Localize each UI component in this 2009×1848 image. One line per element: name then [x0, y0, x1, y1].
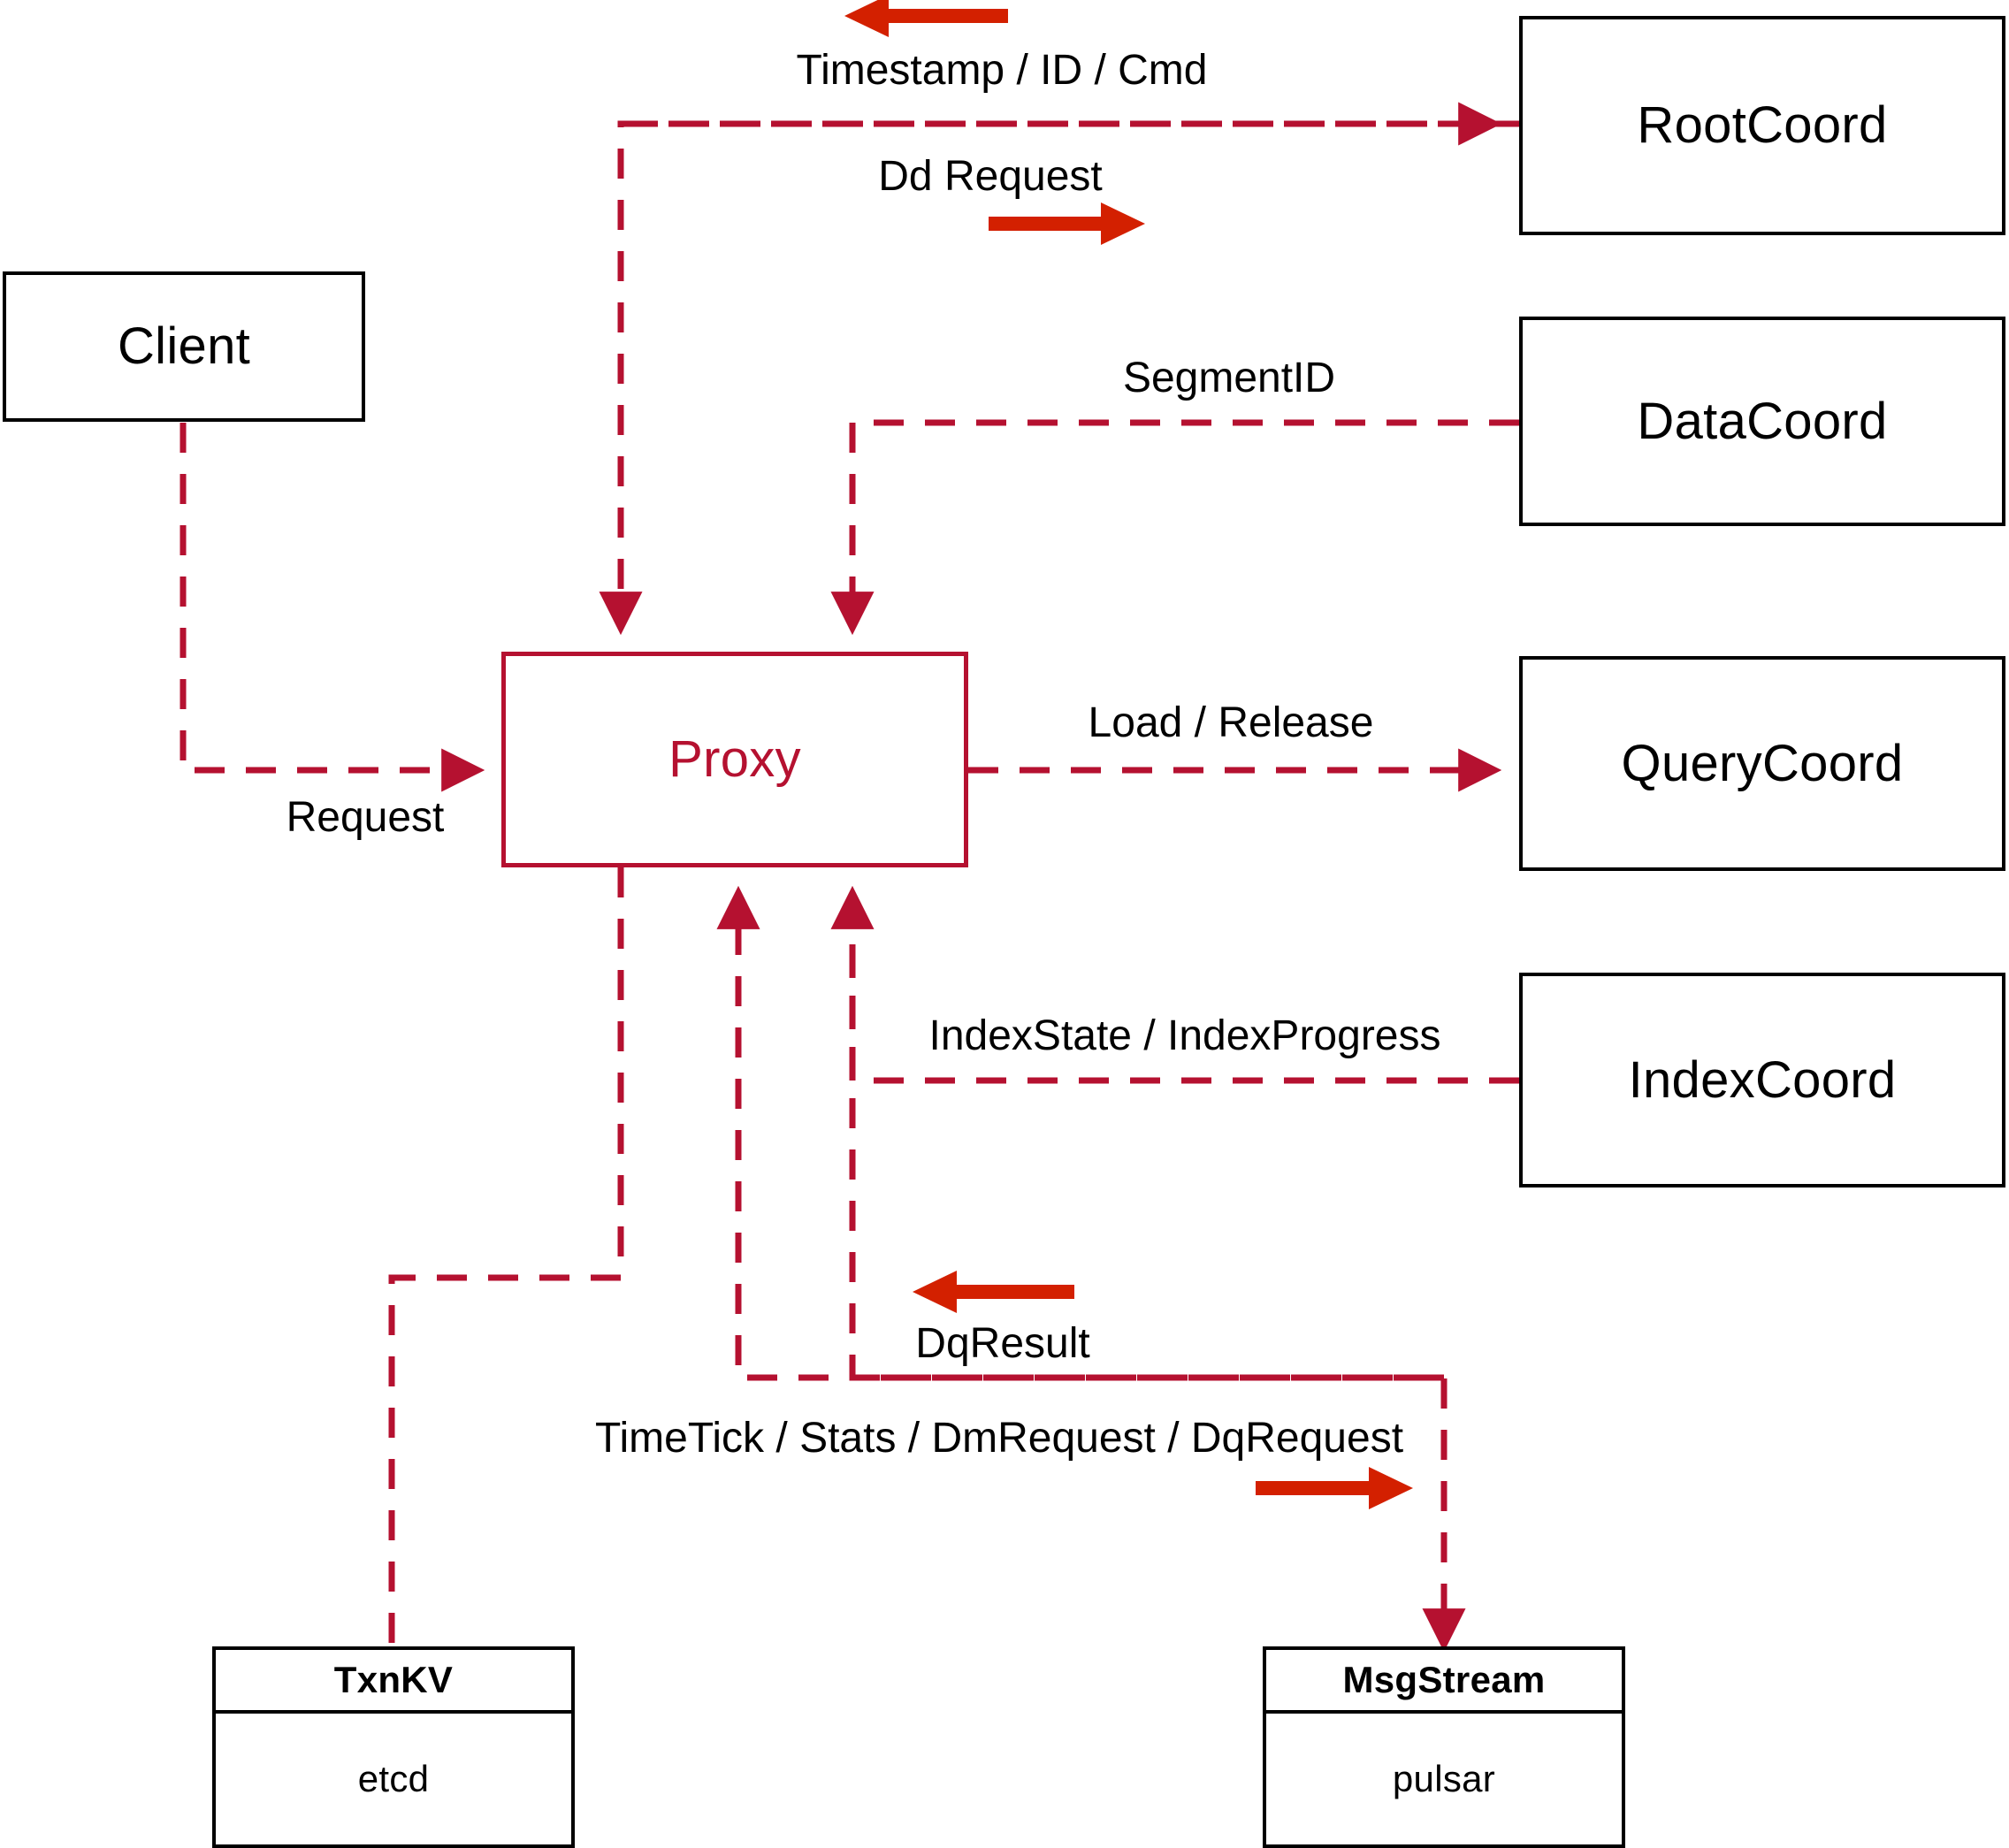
node-datacoord-label: DataCoord [1637, 392, 1888, 450]
node-msgstream[interactable]: MsgStream pulsar [1263, 1646, 1625, 1848]
direction-arrow-dqresult [913, 1271, 1074, 1313]
direction-arrow-timestamp [844, 0, 1008, 37]
node-indexcoord-label: IndexCoord [1628, 1050, 1897, 1109]
node-txnkv-sublabel: etcd [357, 1758, 430, 1799]
node-msgstream-body: pulsar [1266, 1714, 1622, 1844]
edge-label-index-state: IndexState / IndexProgress [928, 1012, 1441, 1059]
node-proxy[interactable]: Proxy [501, 652, 968, 867]
edge-proxy-to-msgstream [849, 893, 1466, 1653]
node-txnkv-label: TxnKV [333, 1659, 454, 1700]
node-rootcoord-label: RootCoord [1637, 96, 1888, 154]
node-txnkv-body: etcd [216, 1714, 571, 1844]
node-msgstream-sublabel: pulsar [1392, 1758, 1496, 1799]
node-txnkv[interactable]: TxnKV etcd [212, 1646, 575, 1848]
node-datacoord[interactable]: DataCoord [1519, 317, 2005, 526]
node-txnkv-header: TxnKV [216, 1650, 571, 1714]
node-proxy-label: Proxy [668, 730, 801, 788]
edge-label-load-release: Load / Release [1088, 699, 1374, 746]
edge-label-dq-result: DqResult [915, 1320, 1090, 1367]
edge-label-timetick-stats: TimeTick / Stats / DmRequest / DqRequest [594, 1415, 1404, 1462]
node-querycoord[interactable]: QueryCoord [1519, 656, 2005, 871]
edge-datacoord-to-proxy [830, 419, 1519, 636]
node-client[interactable]: Client [3, 271, 365, 422]
edge-label-timestamp-id-cmd: Timestamp / ID / Cmd [796, 47, 1208, 94]
edge-client-to-proxy [180, 423, 485, 792]
edge-label-segment-id: SegmentID [1122, 355, 1336, 401]
node-querycoord-label: QueryCoord [1621, 734, 1904, 792]
node-msgstream-label: MsgStream [1342, 1659, 1546, 1700]
direction-arrow-dd-request [989, 202, 1145, 245]
node-msgstream-header: MsgStream [1266, 1650, 1622, 1714]
node-client-label: Client [117, 317, 251, 375]
edge-label-dd-request: Dd Request [878, 153, 1103, 200]
edge-label-request: Request [286, 794, 445, 841]
node-rootcoord[interactable]: RootCoord [1519, 16, 2005, 235]
node-indexcoord[interactable]: IndexCoord [1519, 973, 2005, 1187]
edge-proxy-to-txnkv [388, 867, 624, 1680]
direction-arrow-timetick [1256, 1467, 1413, 1509]
edge-msgstream-to-proxy [716, 885, 1444, 1381]
